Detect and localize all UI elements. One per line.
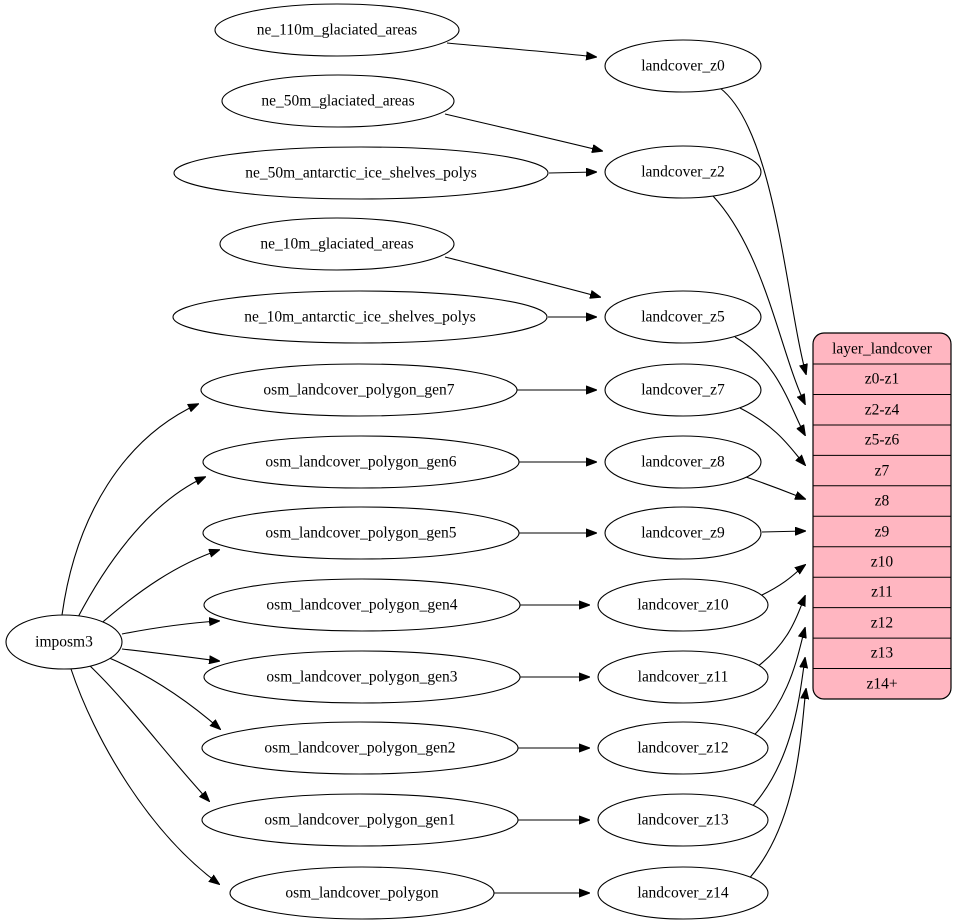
node-layer: imposm3 ne_110m_glaciated_areas ne_50m_g… (5, 3, 952, 920)
node-landcover_z7: landcover_z7 (604, 363, 762, 417)
node-label: osm_landcover_polygon_gen5 (265, 525, 456, 542)
node-landcover_z13: landcover_z13 (597, 793, 769, 847)
record-row-z7: z7 (875, 463, 890, 480)
node-ne_10m_antarctic_ice_shelves_polys: ne_10m_antarctic_ice_shelves_polys (172, 290, 548, 344)
record-row-z8: z8 (875, 493, 890, 510)
node-landcover_z12: landcover_z12 (597, 721, 769, 775)
node-label: landcover_z2 (641, 164, 725, 181)
record-title: layer_landcover (832, 341, 933, 358)
edge-landcover_z12-row-z12 (749, 628, 805, 740)
edge-landcover_z0-row-z0-z1 (719, 87, 806, 374)
node-label: landcover_z10 (637, 597, 728, 614)
edge-imposm3-osm_landcover_polygon (70, 668, 219, 884)
edge-imposm3-osm_landcover_polygon_gen6 (76, 477, 205, 620)
edge-landcover_z9-row-z9 (761, 531, 805, 532)
node-landcover_z14: landcover_z14 (597, 866, 769, 920)
node-osm_landcover_polygon_gen6: osm_landcover_polygon_gen6 (202, 435, 520, 489)
node-osm_landcover_polygon_gen3: osm_landcover_polygon_gen3 (203, 650, 521, 704)
edge-landcover_z11-row-z11 (756, 596, 805, 668)
node-label: osm_landcover_polygon_gen3 (266, 669, 457, 686)
edge-landcover_z14-row-z14plus (745, 689, 806, 883)
edge-imposm3-osm_landcover_polygon_gen1 (88, 664, 209, 801)
edge-landcover_z7-row-z7 (739, 407, 805, 465)
node-imposm3-label: imposm3 (35, 634, 93, 651)
record-row-z12: z12 (871, 615, 893, 632)
node-landcover_z2: landcover_z2 (604, 145, 762, 199)
node-label: landcover_z7 (641, 382, 725, 399)
node-label: ne_50m_antarctic_ice_shelves_polys (245, 165, 477, 182)
edge-imposm3-osm_landcover_polygon_gen7 (61, 404, 198, 616)
node-landcover_z9: landcover_z9 (604, 506, 762, 560)
edge-ne_10m_glaciated_areas-landcover_z5 (444, 256, 600, 297)
node-label: landcover_z5 (641, 309, 725, 326)
record-row-z10: z10 (871, 554, 894, 571)
node-label: ne_10m_antarctic_ice_shelves_polys (244, 309, 476, 326)
edge-ne_50m_glaciated_areas-landcover_z2 (444, 113, 602, 151)
node-landcover_z11: landcover_z11 (597, 650, 769, 704)
node-label: osm_landcover_polygon (285, 885, 439, 902)
node-layer_landcover: layer_landcover z0-z1 z2-z4 z5-z6 z7 z8 … (812, 332, 952, 700)
node-label: osm_landcover_polygon_gen7 (263, 382, 454, 399)
node-landcover_z10: landcover_z10 (597, 578, 769, 632)
node-label: osm_landcover_polygon_gen6 (265, 454, 456, 471)
node-label: landcover_z8 (641, 454, 725, 471)
record-row-z0-z1: z0-z1 (865, 371, 899, 388)
node-label: osm_landcover_polygon_gen2 (264, 740, 455, 757)
edge-ne_50m_antarctic_ice_shelves_polys-landcover_z2 (548, 172, 596, 173)
node-osm_landcover_polygon_gen4: osm_landcover_polygon_gen4 (203, 578, 521, 632)
edge-layer (61, 42, 806, 893)
edge-imposm3-osm_landcover_polygon_gen5 (96, 550, 219, 628)
edge-ne_110m_glaciated_areas-landcover_z0 (446, 42, 596, 57)
edge-imposm3-osm_landcover_polygon_gen3 (121, 648, 219, 661)
edge-landcover_z10-row-z10 (759, 565, 805, 597)
record-row-z2-z4: z2-z4 (865, 402, 900, 419)
node-label: ne_10m_glaciated_areas (260, 236, 413, 253)
node-landcover_z5: landcover_z5 (604, 290, 762, 344)
node-landcover_z0: landcover_z0 (604, 39, 762, 93)
node-label: landcover_z9 (641, 525, 725, 542)
node-osm_landcover_polygon_gen2: osm_landcover_polygon_gen2 (201, 721, 519, 775)
edge-landcover_z13-row-z13 (747, 658, 805, 812)
node-label: ne_50m_glaciated_areas (261, 93, 414, 110)
node-osm_landcover_polygon_gen7: osm_landcover_polygon_gen7 (200, 363, 518, 417)
node-osm_landcover_polygon_gen5: osm_landcover_polygon_gen5 (202, 506, 520, 560)
edge-landcover_z8-row-z8 (745, 476, 805, 499)
node-osm_landcover_polygon: osm_landcover_polygon (229, 866, 495, 920)
node-label: osm_landcover_polygon_gen4 (266, 597, 457, 614)
record-row-z14plus: z14+ (866, 676, 897, 693)
edge-imposm3-osm_landcover_polygon_gen4 (121, 621, 219, 635)
edge-landcover_z5-row-z5-z6 (734, 336, 805, 435)
record-row-z5-z6: z5-z6 (865, 432, 900, 449)
node-label: landcover_z12 (637, 740, 728, 757)
node-ne_10m_glaciated_areas: ne_10m_glaciated_areas (219, 217, 455, 271)
node-landcover_z8: landcover_z8 (604, 435, 762, 489)
node-ne_50m_antarctic_ice_shelves_polys: ne_50m_antarctic_ice_shelves_polys (173, 146, 549, 200)
record-row-z11: z11 (871, 584, 893, 601)
node-label: landcover_z11 (638, 669, 729, 686)
node-label: ne_110m_glaciated_areas (257, 22, 417, 39)
node-label: osm_landcover_polygon_gen1 (264, 812, 455, 829)
node-label: landcover_z0 (641, 58, 725, 75)
record-row-z13: z13 (871, 645, 894, 662)
edge-imposm3-osm_landcover_polygon_gen2 (106, 656, 220, 729)
node-label: landcover_z14 (637, 885, 728, 902)
node-label: landcover_z13 (637, 812, 728, 829)
node-osm_landcover_polygon_gen1: osm_landcover_polygon_gen1 (201, 793, 519, 847)
node-imposm3: imposm3 (5, 614, 123, 670)
node-ne_50m_glaciated_areas: ne_50m_glaciated_areas (221, 74, 455, 128)
record-row-z9: z9 (875, 524, 890, 541)
edge-landcover_z2-row-z2-z4 (712, 195, 805, 404)
node-ne_110m_glaciated_areas: ne_110m_glaciated_areas (214, 3, 460, 57)
